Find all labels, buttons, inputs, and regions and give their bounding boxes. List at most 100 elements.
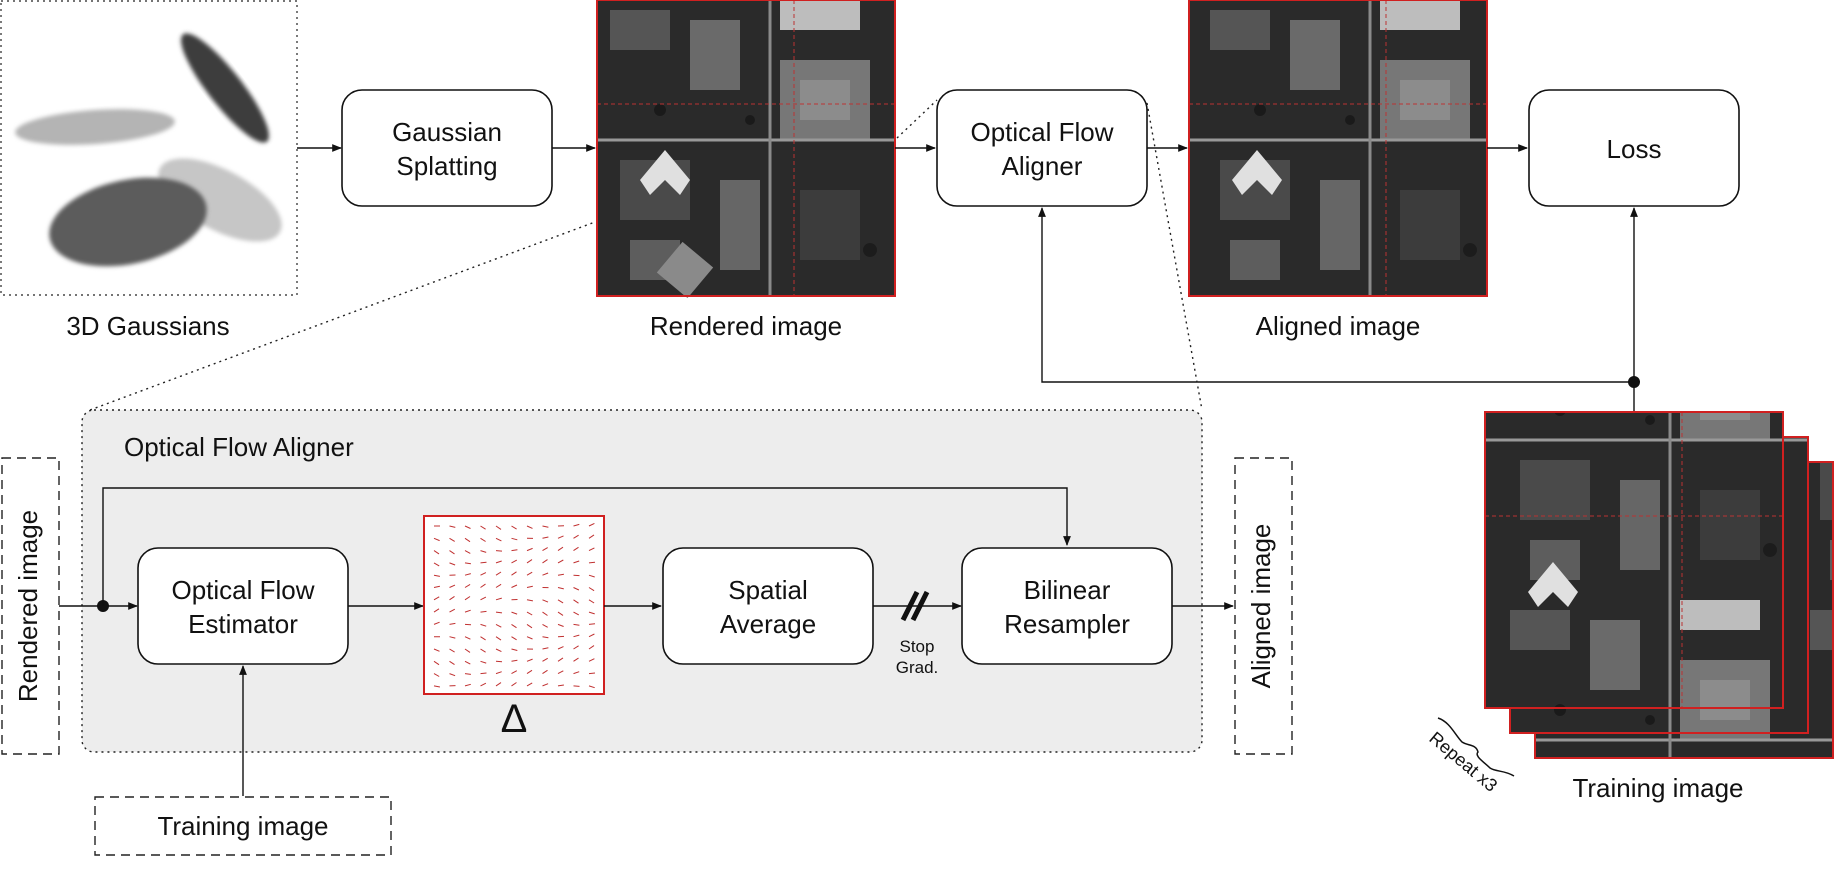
flow-vector: [588, 547, 595, 552]
flow-vector: [526, 571, 533, 576]
flow-vector: [433, 537, 440, 542]
flow-vector: [480, 660, 487, 664]
detail-training-input: Training image: [94, 796, 392, 856]
flow-vector: [480, 596, 487, 601]
flow-vector: [449, 660, 455, 666]
flow-vector: [557, 611, 564, 616]
resampler-line2: Resampler: [1004, 609, 1130, 639]
flow-vector: [588, 574, 595, 578]
flow-vector: [495, 636, 502, 641]
detail-output-aligned: Aligned image: [1234, 457, 1293, 755]
flow-vector: [495, 537, 502, 542]
flow-vector: [464, 573, 471, 576]
gaussians-label: 3D Gaussians: [66, 311, 229, 341]
flow-vector: [526, 636, 533, 640]
flow-vector: [495, 597, 502, 601]
flow-vector: [480, 550, 487, 553]
flow-vector: [511, 611, 518, 615]
gaussians-panel: [0, 0, 298, 296]
flow-vector: [449, 648, 455, 653]
flow-vector: [542, 623, 548, 628]
resampler-line1: Bilinear: [1024, 575, 1111, 605]
flow-vector: [449, 562, 456, 566]
flow-vector: [495, 671, 502, 675]
flow-vector: [433, 585, 441, 588]
repeat-brace: [1437, 717, 1515, 777]
flow-vector: [573, 587, 580, 591]
flow-vector: [433, 596, 440, 601]
flow-vector: [573, 671, 580, 675]
aligner-label-line2: Aligner: [1002, 151, 1083, 181]
flow-vector: [433, 574, 440, 577]
estimator-line1: Optical Flow: [171, 575, 314, 605]
loss-box: Loss: [1528, 89, 1740, 207]
flow-vector: [542, 599, 549, 603]
stop-gradient-marker: [900, 590, 930, 622]
flow-vector: [480, 572, 487, 576]
flow-vector: [464, 648, 471, 653]
flow-vector: [511, 537, 518, 541]
flow-vector: [588, 561, 596, 564]
training-image-stack: [1484, 411, 1834, 759]
flow-vector: [526, 682, 533, 687]
flow-vector: [449, 673, 456, 677]
flow-vector: [573, 523, 580, 527]
flow-vector: [573, 560, 580, 564]
flow-vector: [573, 546, 579, 552]
flow-vector: [480, 648, 486, 653]
gaussian-splatting-box: Gaussian Splatting: [341, 89, 553, 207]
flow-vector: [588, 587, 595, 592]
flow-vector: [557, 535, 564, 539]
flow-vector: [449, 525, 456, 528]
zoom-line-right: [1146, 102, 1203, 411]
flow-vector: [480, 537, 486, 542]
flow-vector: [464, 550, 471, 554]
flow-vector: [511, 659, 518, 662]
flow-vector: [542, 636, 549, 639]
optical-flow-aligner-box: Optical Flow Aligner: [936, 89, 1148, 207]
training-feedback-connector: [1038, 207, 1640, 412]
flow-vector: [588, 672, 596, 675]
panel-title: Optical Flow Aligner: [124, 432, 354, 462]
flow-vector: [557, 646, 564, 650]
training-label: Training image: [1572, 773, 1743, 803]
flow-vector: [557, 587, 564, 590]
flow-vector: [526, 658, 533, 662]
flow-vector: [511, 571, 517, 576]
flow-vector: [464, 673, 471, 675]
flow-vector: [526, 585, 533, 588]
aligner-detail-panel: [81, 409, 1203, 753]
flow-vector: [464, 583, 471, 588]
delta-label: Δ: [501, 697, 528, 741]
flow-vector: [557, 657, 564, 662]
flow-vector: [573, 657, 579, 662]
flow-vector: [588, 658, 595, 662]
flow-vector: [511, 682, 517, 687]
flow-vector: [542, 525, 549, 528]
flow-vector: [542, 647, 549, 650]
flow-vector: [542, 572, 549, 576]
average-line2: Average: [720, 609, 816, 639]
stopgrad-line1: Stop: [900, 637, 935, 656]
splatting-label-line1: Gaussian: [392, 117, 502, 147]
flow-vector: [557, 573, 564, 576]
flow-vector: [557, 623, 564, 627]
flow-vector: [557, 670, 564, 675]
flow-vector: [588, 599, 595, 604]
detail-input-label: Rendered image: [13, 510, 43, 702]
flow-vector: [433, 685, 440, 688]
aligned-image: [1188, 0, 1488, 297]
flow-vector: [526, 547, 533, 552]
flow-vector: [573, 599, 579, 604]
flow-vector: [557, 599, 564, 604]
flow-vector: [449, 622, 456, 625]
flow-vector: [495, 583, 502, 588]
flow-vector: [480, 672, 487, 675]
flow-vector: [464, 596, 471, 601]
flow-vector: [495, 648, 502, 653]
flow-vector: [495, 571, 502, 576]
flow-vector: [495, 611, 503, 614]
flow-vector: [480, 682, 487, 687]
flow-vector: [526, 623, 533, 629]
flow-vector: [495, 560, 502, 564]
